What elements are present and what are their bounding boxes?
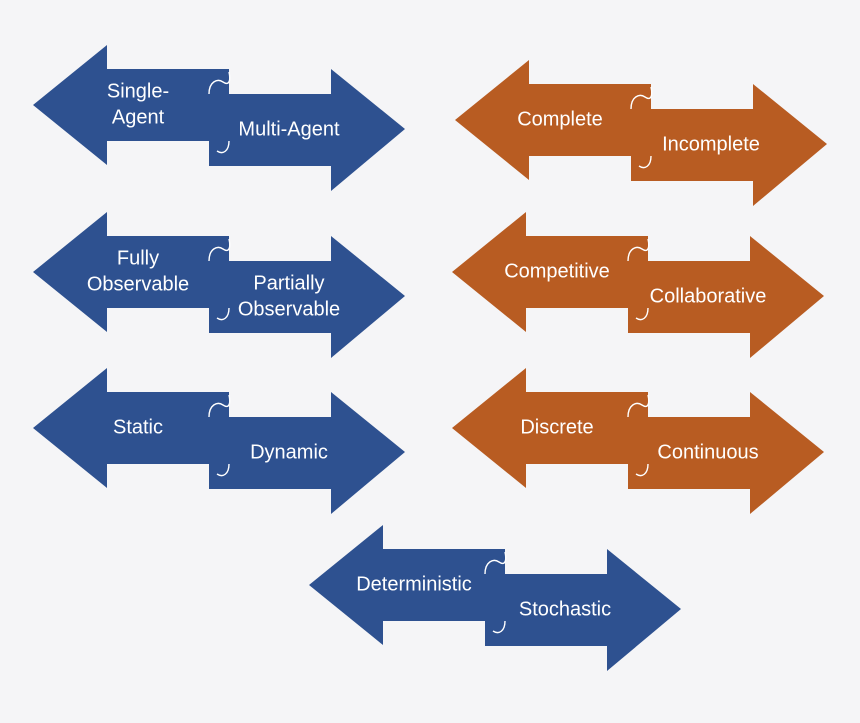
right-label-interaction: Collaborative	[650, 285, 767, 307]
right-label-information: Incomplete	[662, 133, 760, 155]
ribbon-fold-top	[208, 238, 231, 262]
left-label-agents-line-1: Single-	[107, 80, 169, 102]
ribbon-fold-top	[627, 394, 650, 418]
right-arrow-shape	[485, 549, 681, 671]
left-arrow-shape	[33, 45, 229, 165]
ribbon-fold-top	[627, 238, 650, 262]
ribbon-fold-top	[484, 551, 507, 575]
left-arrow-shape	[33, 368, 229, 488]
left-arrow-shape	[452, 368, 648, 488]
ribbon-fold-bottom	[635, 307, 649, 321]
right-label-determinism: Stochastic	[519, 598, 611, 620]
ribbon-fold-bottom	[216, 140, 230, 154]
right-arrow-shape	[209, 69, 405, 191]
ribbon-fold-top	[208, 394, 231, 418]
right-arrow-shape	[628, 392, 824, 514]
ribbon-fold-bottom	[638, 155, 652, 169]
right-label-agents: Multi-Agent	[238, 118, 340, 140]
ribbon-fold-bottom	[492, 620, 506, 634]
right-label-observability-line-1: Partially	[253, 272, 324, 294]
left-label-dynamics: Static	[113, 416, 163, 438]
left-label-observability-line-1: Fully	[117, 247, 159, 269]
right-arrow-shape	[628, 236, 824, 358]
ribbon-fold-top	[208, 71, 231, 95]
ribbon-fold-bottom	[216, 307, 230, 321]
right-label-dynamics: Dynamic	[250, 441, 328, 463]
ribbon-fold-bottom	[216, 463, 230, 477]
left-arrow-shape	[455, 60, 651, 180]
right-arrow-shape	[209, 392, 405, 514]
left-label-observability-line-2: Observable	[87, 273, 189, 295]
left-arrow-shape	[33, 212, 229, 332]
left-label-agents-line-2: Agent	[112, 106, 165, 128]
left-label-interaction: Competitive	[504, 260, 610, 282]
left-label-information: Complete	[517, 108, 603, 130]
left-arrow-shape	[452, 212, 648, 332]
left-label-state-space: Discrete	[520, 416, 593, 438]
ribbon-fold-bottom	[635, 463, 649, 477]
right-label-observability-line-2: Observable	[238, 298, 340, 320]
left-arrow-shape	[309, 525, 505, 645]
left-label-determinism: Deterministic	[356, 573, 472, 595]
right-arrow-shape	[631, 84, 827, 206]
right-label-state-space: Continuous	[657, 441, 758, 463]
right-arrow-shape	[209, 236, 405, 358]
ribbon-fold-top	[630, 86, 653, 110]
